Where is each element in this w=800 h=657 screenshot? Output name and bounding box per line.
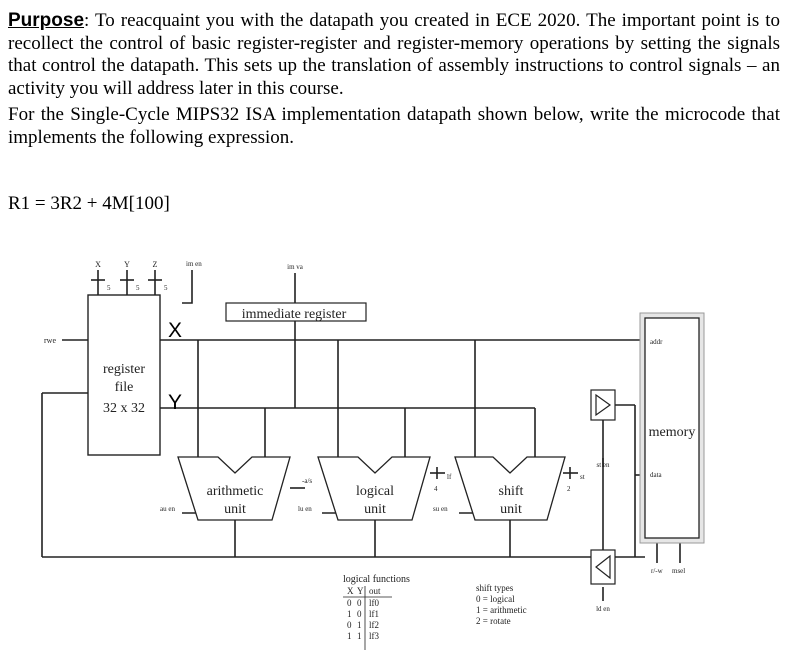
addr-label-y: Y [124,260,130,269]
lf-row-cell: 1 [347,609,352,619]
register-file-label-line1: register [103,362,145,377]
ld-en-label: ld en [596,605,610,613]
logical-functions-header-y: Y [357,586,364,596]
shift-type-item: 0 = logical [476,594,515,604]
lf-row-cell: 1 [347,631,352,641]
shift-types-legend: shift types 0 = logical 1 = arithmetic 2… [476,583,527,626]
datapath-wires [41,270,681,601]
purpose-text: To reacquaint you with the datapath you … [8,10,780,99]
lf-row-cell: 0 [347,598,352,608]
addr-width-z: 5 [164,284,168,292]
intro-text: Purpose: To reacquaint you with the data… [8,10,780,149]
lf-row-cell: 0 [357,609,362,619]
logical-functions-row: 0 0 lf0 [347,598,379,608]
logical-functions-title: logical functions [343,574,410,585]
arithmetic-unit: arithmetic unit au en -a/s [160,456,312,521]
register-port-x: X [168,319,182,342]
lf-row-cell: lf0 [369,598,379,608]
su-en-label: su en [433,505,448,513]
arithmetic-unit-label-line2: unit [224,502,246,517]
memory-label: memory [649,425,696,440]
shift-type-item: 2 = rotate [476,616,511,626]
lu-en-label: lu en [298,505,312,513]
task-paragraph: For the Single-Cycle MIPS32 ISA implemen… [8,104,780,148]
logical-unit: logical unit lu en lf 4 [298,456,452,521]
st-label: st [580,473,585,481]
register-file: register file 32 x 32 X Y rwe X Y Z 5 5 … [44,260,202,456]
logical-functions-table: logical functions X Y out 0 0 lf0 1 0 lf… [343,574,410,650]
lf-row-cell: 0 [357,598,362,608]
lf-row-cell: lf3 [369,631,379,641]
lf-row-cell: 0 [347,620,352,630]
immediate-register: immediate register im va [225,263,367,322]
shift-unit: shift unit su en st 2 [433,456,585,521]
im-en-label: im en [186,260,202,268]
logical-functions-row: 0 1 lf2 [347,620,379,630]
addr-label-x: X [95,260,101,269]
as-label: -a/s [302,477,312,485]
arithmetic-unit-label-line1: arithmetic [207,484,264,499]
msel-label: msel [672,567,685,575]
shift-type-item: 1 = arithmetic [476,605,527,615]
memory-block: memory addr data r/-w msel [639,312,705,575]
purpose-label: Purpose [8,10,85,31]
shift-unit-label-line2: unit [500,502,522,517]
logical-functions-row: 1 1 lf3 [347,631,379,641]
purpose-paragraph: Purpose: To reacquaint you with the data… [8,10,780,100]
register-file-label-line3: 32 x 32 [103,401,145,416]
shift-types-title: shift types [476,583,514,593]
register-port-y: Y [168,391,182,414]
lf-row-cell: 1 [357,620,362,630]
shift-unit-label-line1: shift [499,484,524,499]
au-en-label: au en [160,505,175,513]
st-en-label: st en [596,461,610,469]
load-buffer: ld en [590,549,616,613]
lf-label: lf [447,473,452,481]
logical-functions-header-out: out [369,586,381,596]
addr-width-y: 5 [136,284,140,292]
lf-row-cell: 1 [357,631,362,641]
store-buffer: st en [590,389,616,469]
lf-width: 4 [434,485,438,493]
register-file-label-line2: file [115,380,134,395]
purpose-colon: : [84,10,90,31]
lf-row-cell: lf2 [369,620,379,630]
addr-label-z: Z [153,260,158,269]
expression: R1 = 3R2 + 4M[100] [8,193,170,214]
logical-unit-label-line2: unit [364,502,386,517]
st-width: 2 [567,485,571,493]
addr-width-x: 5 [107,284,111,292]
memory-data-label: data [650,471,663,479]
memory-addr-label: addr [650,338,663,346]
logical-unit-label-line1: logical [356,484,394,499]
logical-functions-header-x: X [347,586,354,596]
logical-functions-row: 1 0 lf1 [347,609,379,619]
rwe-label: rwe [44,336,56,345]
lf-row-cell: lf1 [369,609,379,619]
rw-label: r/-w [651,567,664,575]
im-va-label: im va [287,263,304,271]
datapath-diagram: register file 32 x 32 X Y rwe X Y Z 5 5 … [41,260,705,650]
immediate-register-label: immediate register [242,307,347,322]
